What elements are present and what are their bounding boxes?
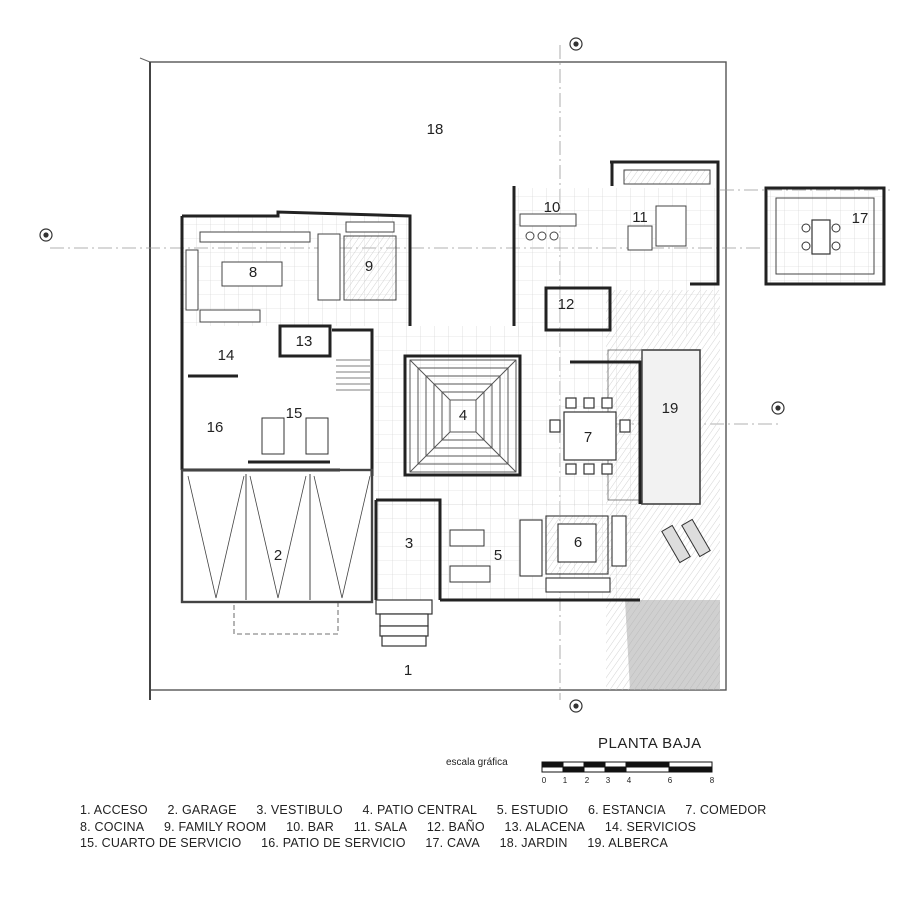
room-label: 1 xyxy=(404,662,412,679)
room-label: 19 xyxy=(662,400,679,417)
legend-item: 14. SERVICIOS xyxy=(604,819,697,834)
room-label: 9 xyxy=(365,258,373,275)
site-boundary xyxy=(139,57,727,700)
legend-item: 1. ACCESO xyxy=(80,803,148,817)
legend-row: 1. ACCESO 2. GARAGE 3. VESTIBULO 4. PATI… xyxy=(80,802,880,819)
room-label: 16 xyxy=(207,419,224,436)
living-furniture xyxy=(519,515,627,593)
room-label: 15 xyxy=(286,405,303,422)
legend-item: 4. PATIO CENTRAL xyxy=(362,803,478,817)
legend-row: 8. COCINA 9. FAMILY ROOM 10. BAR 11. SAL… xyxy=(80,819,880,836)
room-label: 4 xyxy=(459,407,467,424)
legend-item: 8. COCINA xyxy=(80,819,145,834)
scale-tick: 0 xyxy=(541,776,547,785)
scale-tick: 3 xyxy=(605,776,611,785)
room-label: 11 xyxy=(632,209,648,226)
garage xyxy=(180,468,374,635)
legend-item: 6. ESTANCIA xyxy=(587,803,666,817)
plan-title: PLANTA BAJA xyxy=(598,735,702,752)
room-label: 10 xyxy=(544,199,561,216)
room-labels: 1 2 3 4 5 6 7 8 9 10 11 12 13 14 15 16 1… xyxy=(207,121,869,679)
scale-tick: 2 xyxy=(584,776,590,785)
legend-item: 3. VESTIBULO xyxy=(256,803,343,817)
legend-item: 5. ESTUDIO xyxy=(496,803,569,817)
room-label: 5 xyxy=(494,547,502,564)
dining-furniture xyxy=(549,397,631,475)
kitchen-furniture xyxy=(185,231,311,323)
service-room-furniture xyxy=(261,417,329,455)
room-label: 8 xyxy=(249,264,257,281)
section-marker-icon xyxy=(39,37,785,713)
legend-item: 2. GARAGE xyxy=(167,803,237,817)
sun-lounger-icon xyxy=(661,518,711,564)
legend-item: 10. BAR xyxy=(286,819,335,834)
room-label: 7 xyxy=(584,429,592,446)
legend-item: 11. SALA xyxy=(353,819,408,834)
legend-item: 9. FAMILY ROOM xyxy=(164,819,267,834)
family-room-furniture xyxy=(317,221,397,301)
legend-item: 13. ALACENA xyxy=(504,819,586,834)
entry-steps xyxy=(375,599,433,647)
scale-tick: 1 xyxy=(562,776,568,785)
room-label: 12 xyxy=(558,296,575,313)
room-label: 3 xyxy=(405,535,413,552)
legend-item: 16. PATIO DE SERVICIO xyxy=(261,836,406,850)
stair-icon xyxy=(336,359,370,391)
legend-item: 17. CAVA xyxy=(425,836,480,850)
graphic-scale-bar xyxy=(541,761,713,773)
room-legend: 1. ACCESO 2. GARAGE 3. VESTIBULO 4. PATI… xyxy=(80,802,880,852)
pool xyxy=(641,349,701,505)
room-label: 13 xyxy=(296,333,313,350)
legend-item: 19. ALBERCA xyxy=(587,836,669,850)
room-label: 17 xyxy=(852,210,869,227)
legend-row: 15. CUARTO DE SERVICIO 16. PATIO DE SERV… xyxy=(80,835,880,852)
scale-label: escala gráfica xyxy=(446,757,508,768)
legend-item: 7. COMEDOR xyxy=(685,803,767,817)
scale-tick: 8 xyxy=(709,776,715,785)
room-label: 6 xyxy=(574,534,582,551)
room-label: 14 xyxy=(218,347,235,364)
study-furniture xyxy=(449,529,491,583)
room-label: 2 xyxy=(274,547,282,564)
legend-item: 12. BAÑO xyxy=(426,819,485,834)
legend-item: 15. CUARTO DE SERVICIO xyxy=(80,836,242,850)
bar-lounge-furniture xyxy=(519,169,711,251)
legend-item: 18. JARDIN xyxy=(499,836,568,850)
scale-tick: 4 xyxy=(626,776,632,785)
pool-terrace xyxy=(606,290,720,690)
scale-tick: 6 xyxy=(667,776,673,785)
wine-cellar-pavilion xyxy=(764,186,886,286)
central-patio-pattern xyxy=(409,359,517,473)
room-label: 18 xyxy=(427,121,444,138)
